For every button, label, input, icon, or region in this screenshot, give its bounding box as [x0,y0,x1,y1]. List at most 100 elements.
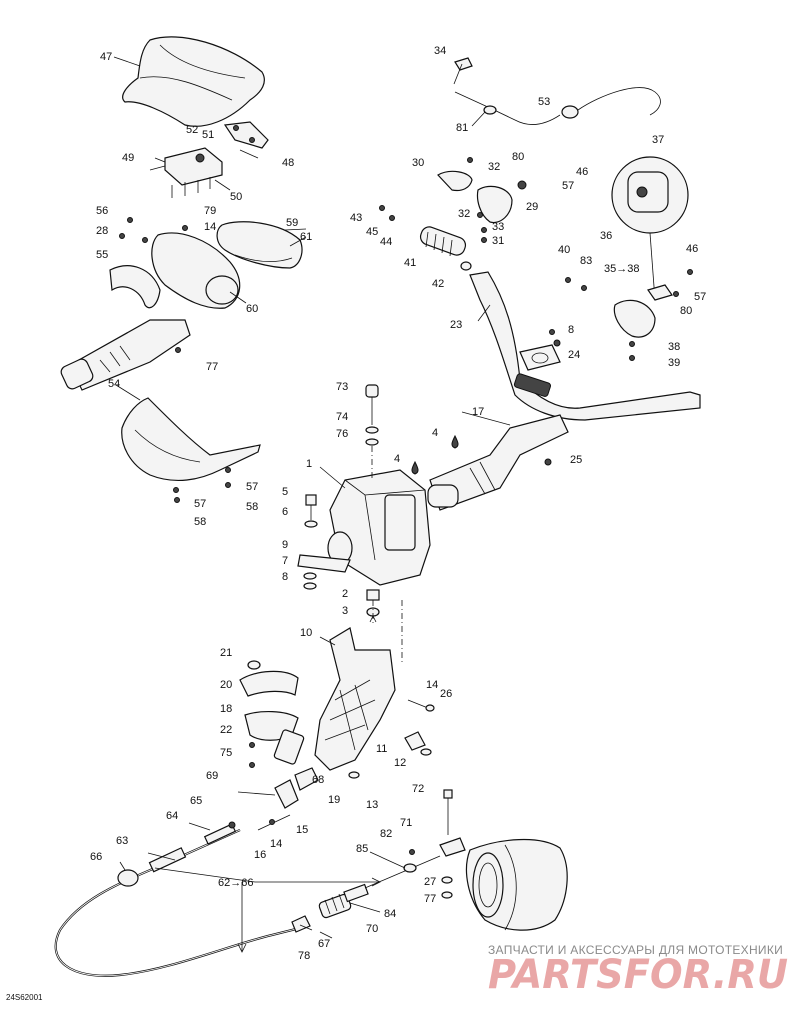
label-66: 66 [90,851,102,863]
label-35-38: 35→38 [604,263,639,275]
label-77b: 77 [424,893,436,905]
label-41: 41 [404,257,416,269]
label-80a: 80 [512,151,524,163]
label-14c: 14 [270,838,282,850]
label-81: 81 [456,122,468,134]
label-82: 82 [380,828,392,840]
seat-cover-47 [122,36,265,127]
label-46a: 46 [576,166,588,178]
label-31: 31 [492,235,504,247]
nut-2 [366,589,380,625]
label-10: 10 [300,627,312,639]
label-64: 64 [166,810,178,822]
label-75: 75 [220,747,232,759]
label-74: 74 [336,411,348,423]
watermark-brand: PARTSFOR.RU [488,952,788,998]
label-78: 78 [298,950,310,962]
label-13: 13 [366,799,378,811]
label-38: 38 [668,341,680,353]
label-22: 22 [220,724,232,736]
label-51: 51 [202,129,214,141]
label-28: 28 [96,225,108,237]
label-4b: 4 [394,453,400,465]
label-44: 44 [380,236,392,248]
label-57c: 57 [562,180,574,192]
label-17: 17 [472,406,484,418]
stem-bolt-73 [365,384,379,478]
label-27: 27 [424,876,436,888]
label-76: 76 [336,428,348,440]
label-58b: 58 [194,516,206,528]
label-9: 9 [282,539,288,551]
bolt-5 [303,494,318,590]
label-55: 55 [96,249,108,261]
label-24: 24 [568,349,580,361]
label-14a: 14 [204,221,216,233]
label-18: 18 [220,703,232,715]
bell-crank-15 [237,767,319,831]
label-43: 43 [350,212,362,224]
label-40: 40 [558,244,570,256]
label-15: 15 [296,824,308,836]
label-20: 20 [220,679,232,691]
label-39: 39 [668,357,680,369]
label-69: 69 [206,770,218,782]
label-70: 70 [366,923,378,935]
control-housing-29 [437,170,527,224]
label-62-66: 62→66 [218,877,253,889]
steering-support-10 [314,600,403,771]
label-29: 29 [526,201,538,213]
label-65: 65 [190,795,202,807]
steering-head-1 [297,469,431,586]
label-42: 42 [432,278,444,290]
label-7: 7 [282,555,288,567]
label-72: 72 [412,783,424,795]
label-26: 26 [440,688,452,700]
label-46b: 46 [686,243,698,255]
label-80b: 80 [680,305,692,317]
label-16: 16 [254,849,266,861]
label-60: 60 [246,303,258,315]
steering-cable [54,821,381,977]
label-19: 19 [328,794,340,806]
steering-nozzle [439,789,568,931]
part-labels: 47 52 51 49 48 50 56 79 28 14 59 61 55 6… [90,45,706,962]
label-23: 23 [450,319,462,331]
label-48: 48 [282,157,294,169]
label-58a: 58 [246,501,258,513]
label-67: 67 [318,938,330,950]
right-grip-41 [419,226,472,271]
label-56: 56 [96,205,108,217]
label-52: 52 [186,124,198,136]
label-49: 49 [122,152,134,164]
label-8a: 8 [568,324,574,336]
label-2: 2 [342,588,348,600]
clamp-20 [239,660,305,765]
label-37: 37 [652,134,664,146]
handlebar-clamp-24 [519,339,561,371]
label-1: 1 [306,458,312,470]
label-36: 36 [600,230,612,242]
label-34: 34 [434,45,446,57]
steering-tube-17 [427,414,569,511]
label-54: 54 [108,378,120,390]
label-68: 68 [312,774,324,786]
mounting-plate-50 [149,147,223,198]
label-79: 79 [204,205,216,217]
lubricant-drops [411,434,459,475]
label-32b: 32 [458,208,470,220]
label-6: 6 [282,506,288,518]
label-5: 5 [282,486,288,498]
small-hardware [119,157,693,855]
label-14b: 14 [426,679,438,691]
label-32a: 32 [488,161,500,173]
label-25: 25 [570,454,582,466]
label-30: 30 [412,157,424,169]
label-21: 21 [220,647,232,659]
label-73: 73 [336,381,348,393]
label-4a: 4 [432,427,438,439]
bracket-48 [223,121,269,149]
label-47: 47 [100,51,112,63]
left-grip-assembly [60,319,191,391]
